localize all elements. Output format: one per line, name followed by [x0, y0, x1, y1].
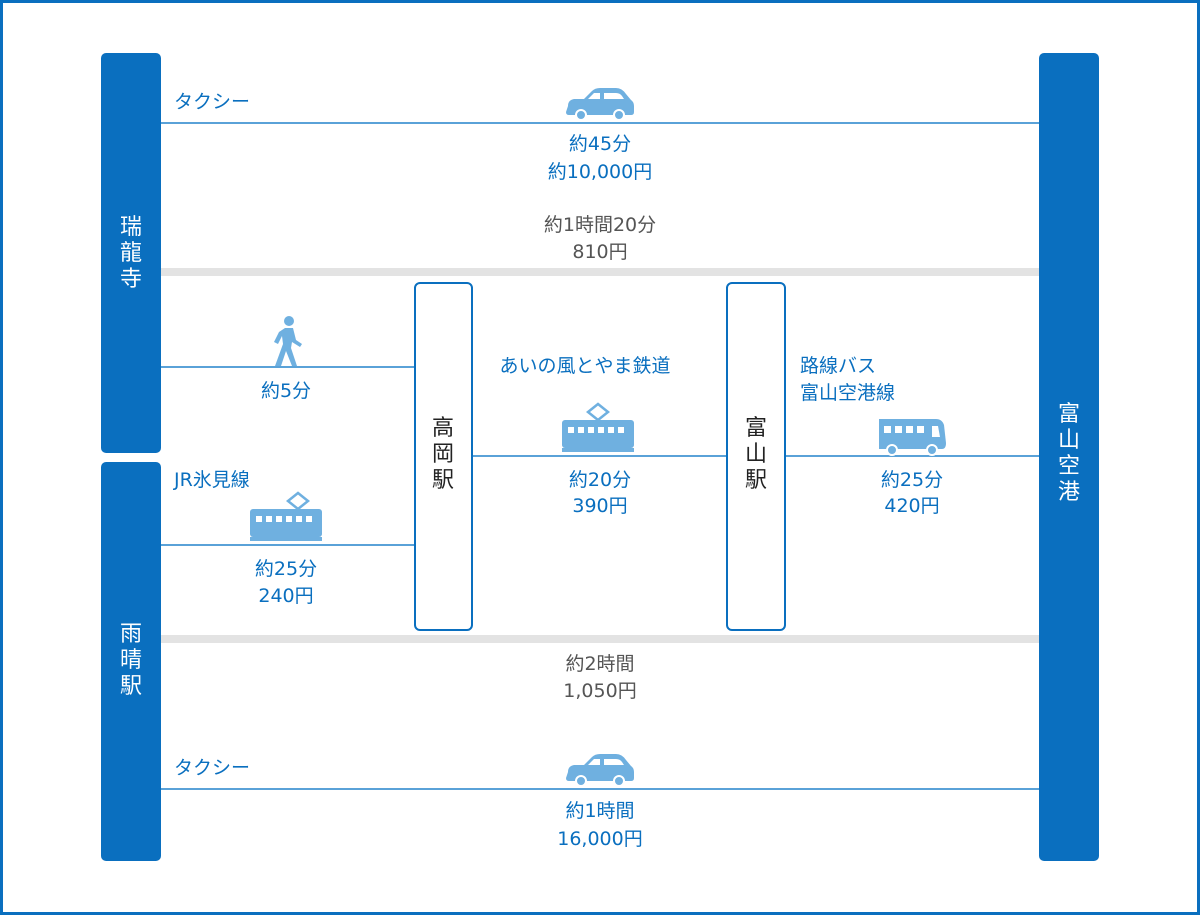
separator-top: [160, 268, 1040, 276]
train-icon: [250, 491, 322, 541]
jr-himi-fare: 240円: [258, 585, 314, 607]
toyama-airport-bar: 富山空港: [1039, 53, 1099, 861]
bus-fare: 420円: [884, 495, 940, 517]
top-taxi-mode: タクシー: [174, 91, 251, 113]
walking-person-icon: [274, 316, 302, 366]
bottom-taxi-mode: タクシー: [174, 757, 251, 779]
bus-mode-line2: 富山空港線: [800, 382, 896, 404]
car-icon: [566, 88, 634, 121]
top-total-fare: 810円: [572, 241, 628, 263]
top-total-time: 約1時間20分: [543, 214, 657, 236]
train-icon: [562, 402, 634, 452]
zuiryuji-label: 瑞龍寺: [119, 215, 142, 292]
takaoka-station-box: 高岡駅: [414, 282, 473, 631]
toyama-station-label: 富山駅: [744, 416, 767, 493]
amaharashi-station-label: 雨晴駅: [119, 622, 142, 699]
top-taxi-time: 約45分: [568, 133, 632, 155]
bottom-taxi-time: 約1時間: [565, 800, 635, 822]
walk-time: 約5分: [260, 380, 312, 402]
top-taxi-fare: 約10,000円: [547, 161, 653, 183]
bus-icon: [879, 419, 946, 456]
amaharashi-station-bar: 雨晴駅: [101, 462, 161, 861]
car-icon: [566, 754, 634, 787]
separator-bottom: [160, 635, 1040, 643]
route-line-jr-himi: [160, 544, 416, 546]
jr-himi-mode: JR氷見線: [174, 469, 250, 491]
toyama-airport-label: 富山空港: [1057, 402, 1080, 505]
route-line-bottom-taxi: [160, 788, 1040, 790]
route-line-ainokaze: [472, 455, 728, 457]
ainokaze-mode: あいの風とやま鉄道: [499, 355, 671, 377]
route-line-top-taxi: [160, 122, 1040, 124]
bus-mode-line1: 路線バス: [800, 355, 877, 377]
route-line-walk: [160, 366, 416, 368]
bottom-total-time: 約2時間: [565, 653, 635, 675]
ainokaze-fare: 390円: [572, 495, 628, 517]
toyama-station-box: 富山駅: [726, 282, 786, 631]
route-line-bus: [785, 455, 1040, 457]
bottom-total-fare: 1,050円: [563, 680, 637, 702]
bottom-taxi-fare: 16,000円: [557, 828, 643, 850]
jr-himi-time: 約25分: [254, 558, 318, 580]
zuiryuji-bar: 瑞龍寺: [101, 53, 161, 453]
ainokaze-time: 約20分: [568, 469, 632, 491]
bus-time: 約25分: [880, 469, 944, 491]
takaoka-station-label: 高岡駅: [431, 416, 454, 493]
